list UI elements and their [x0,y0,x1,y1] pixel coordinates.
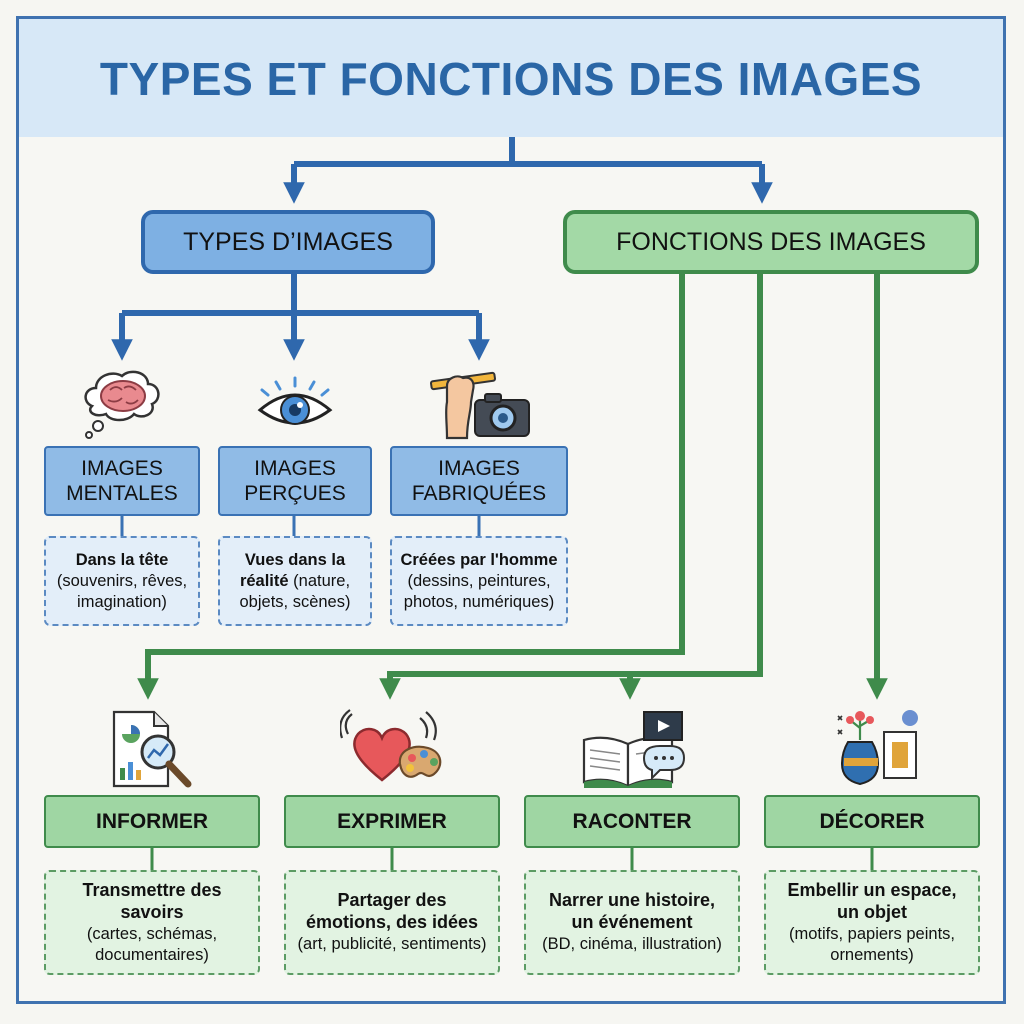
function-label: INFORMER [96,810,208,833]
type-label-line2: MENTALES [66,482,178,505]
type-desc-percues: Vues dans la réalité (nature, objets, sc… [218,536,372,626]
function-desc-decorer: Embellir un espace, un objet(motifs, pap… [764,870,980,975]
book-film-speech-icon [582,711,686,788]
desc-bold: Partager des émotions, des idées [305,890,479,932]
desc-details: (cartes, schémas, documentaires) [86,924,218,964]
eye-icon [257,376,333,425]
function-desc-exprimer: Partager des émotions, des idées (art, pu… [284,870,500,975]
desc-bold: Narrer une histoire, un événement [548,890,716,932]
function-box-raconter: RACONTER [524,795,740,848]
function-box-decorer: DÉCORER [764,795,980,848]
types-heading-box: TYPES D’IMAGES [141,210,435,274]
type-desc-fabriquees: Créées par l'homme (dessins, peintures, … [390,536,568,626]
title-bar [19,19,1003,137]
function-label: EXPRIMER [337,810,447,833]
type-label-line1: IMAGES [254,457,336,480]
function-box-informer: INFORMER [44,795,260,848]
desc-details: (motifs, papiers peints, ornements) [789,924,955,964]
arrow-to-exprimer [379,274,763,700]
brain-thought-bubble-icon [84,370,160,439]
desc-details: (BD, cinéma, illustration) [542,935,722,953]
desc-bold: Vues dans la réalité [239,550,346,590]
function-desc-raconter: Narrer une histoire, un événement (BD, ci… [524,870,740,975]
function-label: DÉCORER [819,810,925,833]
functions-heading: FONCTIONS DES IMAGES [616,227,926,256]
desc-bold: Créées par l'homme [400,550,558,569]
type-label-line2: FABRIQUÉES [411,482,547,505]
heart-palette-icon [340,709,442,782]
functions-heading-box: FONCTIONS DES IMAGES [563,210,979,274]
desc-details: (nature, objets, scènes) [239,571,351,611]
desc-bold: Transmettre des savoirs [82,879,222,922]
desc-details: (art, publicité, sentiments) [297,935,487,953]
diagram-title: TYPES ET FONCTIONS DES IMAGES [99,53,923,105]
desc-details: (dessins, peintures, photos, numériques) [403,571,555,611]
hand-pencil-camera-icon [430,371,530,440]
type-label-line1: IMAGES [438,457,520,480]
arrow-to-informer [137,274,685,700]
function-desc-informer: Transmettre des savoirs(cartes, schémas,… [44,870,260,975]
function-label: RACONTER [572,810,692,833]
type-label-line2: PERÇUES [244,482,346,505]
function-box-exprimer: EXPRIMER [284,795,500,848]
vase-flowers-icon [837,710,918,786]
type-desc-mentales: Dans la tête (souvenirs, rêves, imaginati… [44,536,200,626]
desc-details: (souvenirs, rêves, imagination) [56,571,188,611]
document-magnifier-icon [112,710,192,788]
desc-bold: Dans la tête [75,550,169,569]
types-heading: TYPES D’IMAGES [183,227,393,256]
desc-bold: Embellir un espace, un objet [787,879,957,922]
type-label-line1: IMAGES [81,457,163,480]
